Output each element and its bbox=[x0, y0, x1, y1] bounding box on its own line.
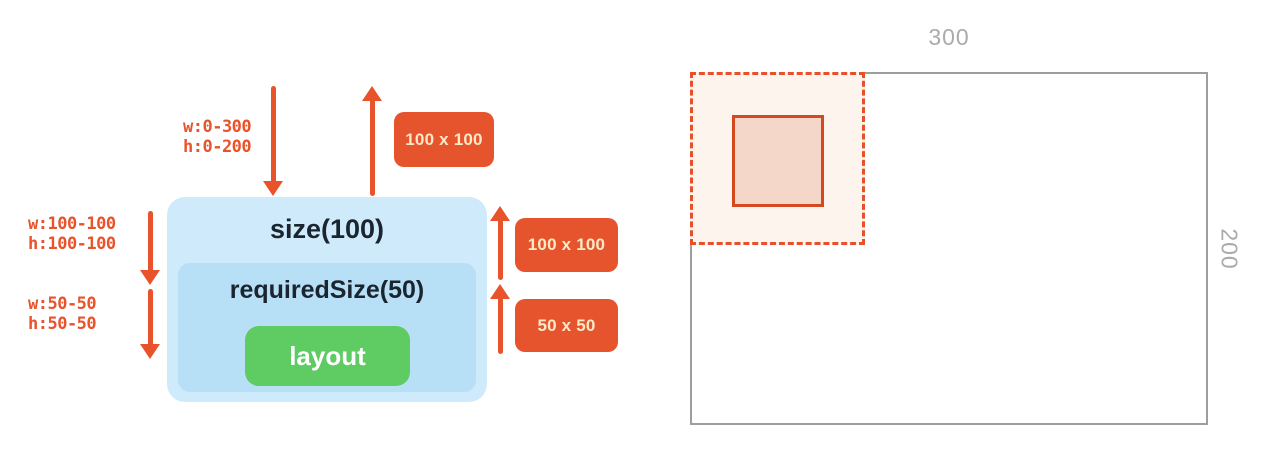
arrow-head bbox=[140, 270, 160, 285]
arrow-head bbox=[263, 181, 283, 196]
arrow-shaft bbox=[270, 86, 276, 183]
size-modifier-box: size(100) requiredSize(50) layout bbox=[167, 197, 487, 402]
canvas-width-label: 300 bbox=[928, 24, 970, 50]
size-modifier-label: size(100) bbox=[269, 214, 385, 244]
layout-node: layout bbox=[245, 326, 410, 386]
required-size-constraints-height: h:50-50 bbox=[28, 314, 97, 334]
size-constraints-height: h:100-100 bbox=[28, 234, 116, 254]
arrow-shaft bbox=[147, 289, 153, 346]
required-size-constraints-label: w:50-50 h:50-50 bbox=[28, 294, 97, 334]
arrow-head bbox=[490, 284, 510, 299]
root-constraints-width: w:0-300 bbox=[183, 117, 252, 137]
arrow-shaft bbox=[497, 297, 503, 354]
arrow-shaft bbox=[147, 211, 153, 272]
arrow-up-icon bbox=[490, 206, 510, 280]
arrow-head bbox=[490, 206, 510, 221]
arrow-up-icon bbox=[490, 284, 510, 354]
required-size-modifier-box: requiredSize(50) layout bbox=[178, 263, 476, 392]
arrow-down-icon bbox=[263, 86, 283, 196]
measured-size-badge-required: 50 x 50 bbox=[515, 299, 618, 352]
measured-size-badge-root: 100 x 100 bbox=[394, 112, 494, 167]
required-size-constraints-width: w:50-50 bbox=[28, 294, 97, 314]
canvas-height-label: 200 bbox=[1216, 228, 1243, 270]
arrow-shaft bbox=[497, 219, 503, 280]
arrow-head bbox=[362, 86, 382, 101]
measured-size-badge-size: 100 x 100 bbox=[515, 218, 618, 272]
arrow-down-icon bbox=[140, 289, 160, 359]
required-size-modifier-label: requiredSize(50) bbox=[229, 276, 425, 304]
placed-content-box bbox=[732, 115, 824, 207]
size-constraints-width: w:100-100 bbox=[28, 214, 116, 234]
arrow-up-icon bbox=[362, 86, 382, 196]
arrow-head bbox=[140, 344, 160, 359]
root-constraints-label: w:0-300 h:0-200 bbox=[183, 117, 252, 157]
size-constraints-label: w:100-100 h:100-100 bbox=[28, 214, 116, 254]
arrow-down-icon bbox=[140, 211, 160, 285]
root-constraints-height: h:0-200 bbox=[183, 137, 252, 157]
arrow-shaft bbox=[369, 99, 375, 196]
